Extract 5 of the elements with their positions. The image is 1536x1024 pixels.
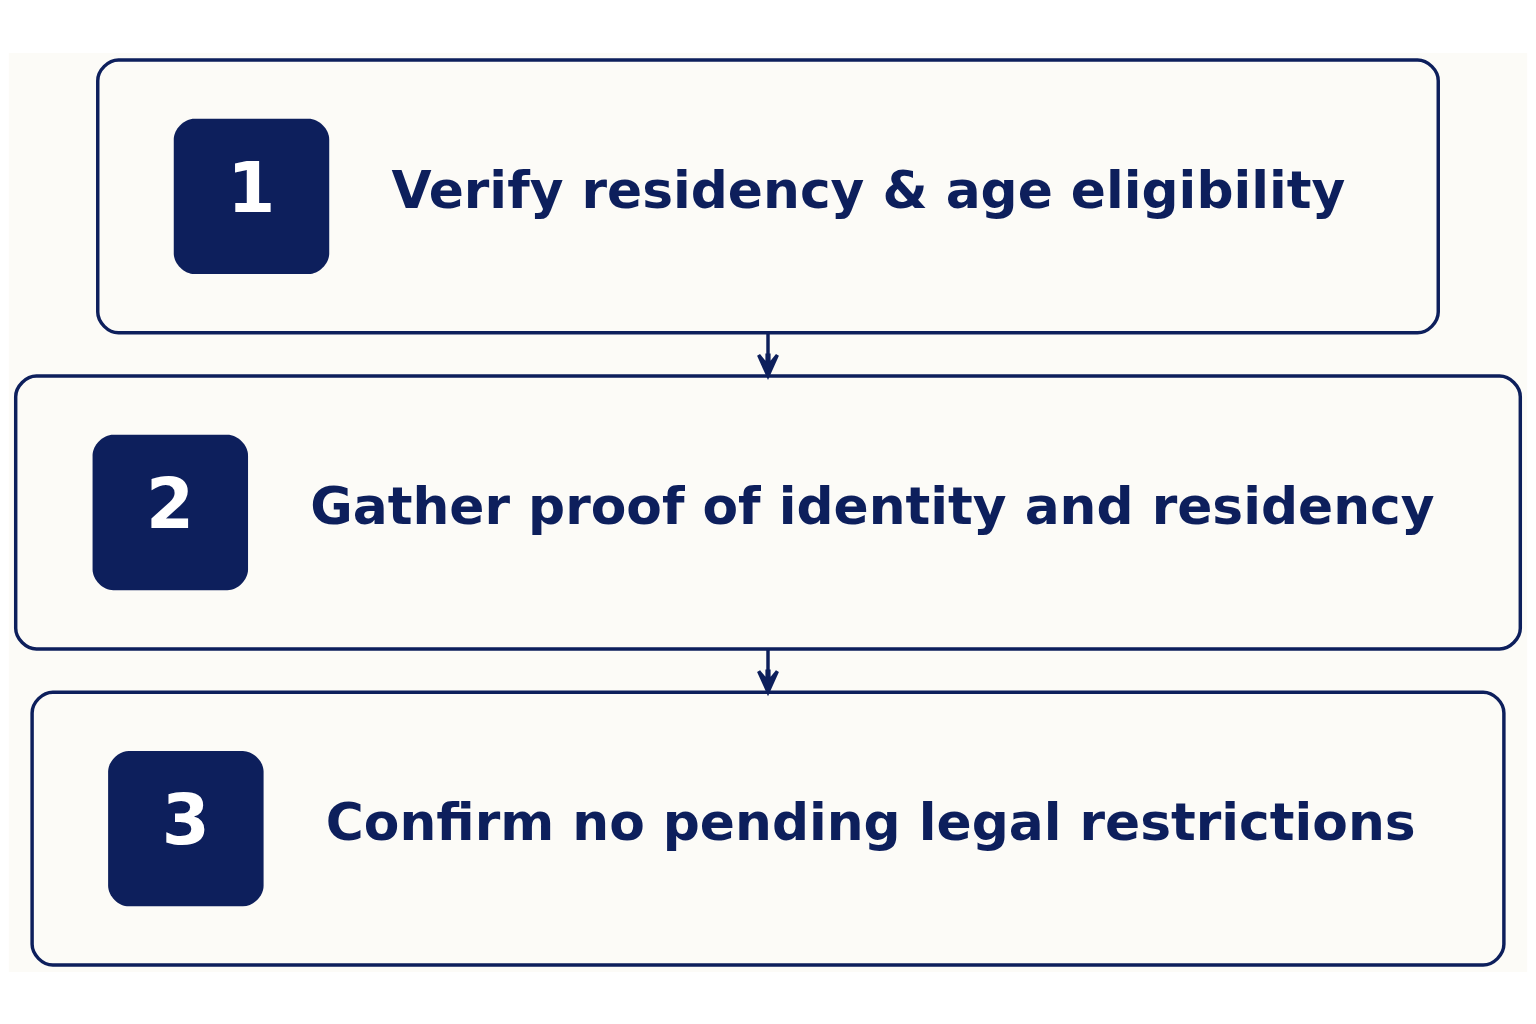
node-box: 1 Verify residency & age eligibility — [96, 57, 1440, 335]
arrow — [756, 332, 780, 378]
node-box: 3 Confirm no pending legal restrictions — [30, 689, 1506, 967]
arrow — [756, 648, 780, 694]
node-box: 2 Gather proof of identity and residency — [13, 373, 1523, 651]
